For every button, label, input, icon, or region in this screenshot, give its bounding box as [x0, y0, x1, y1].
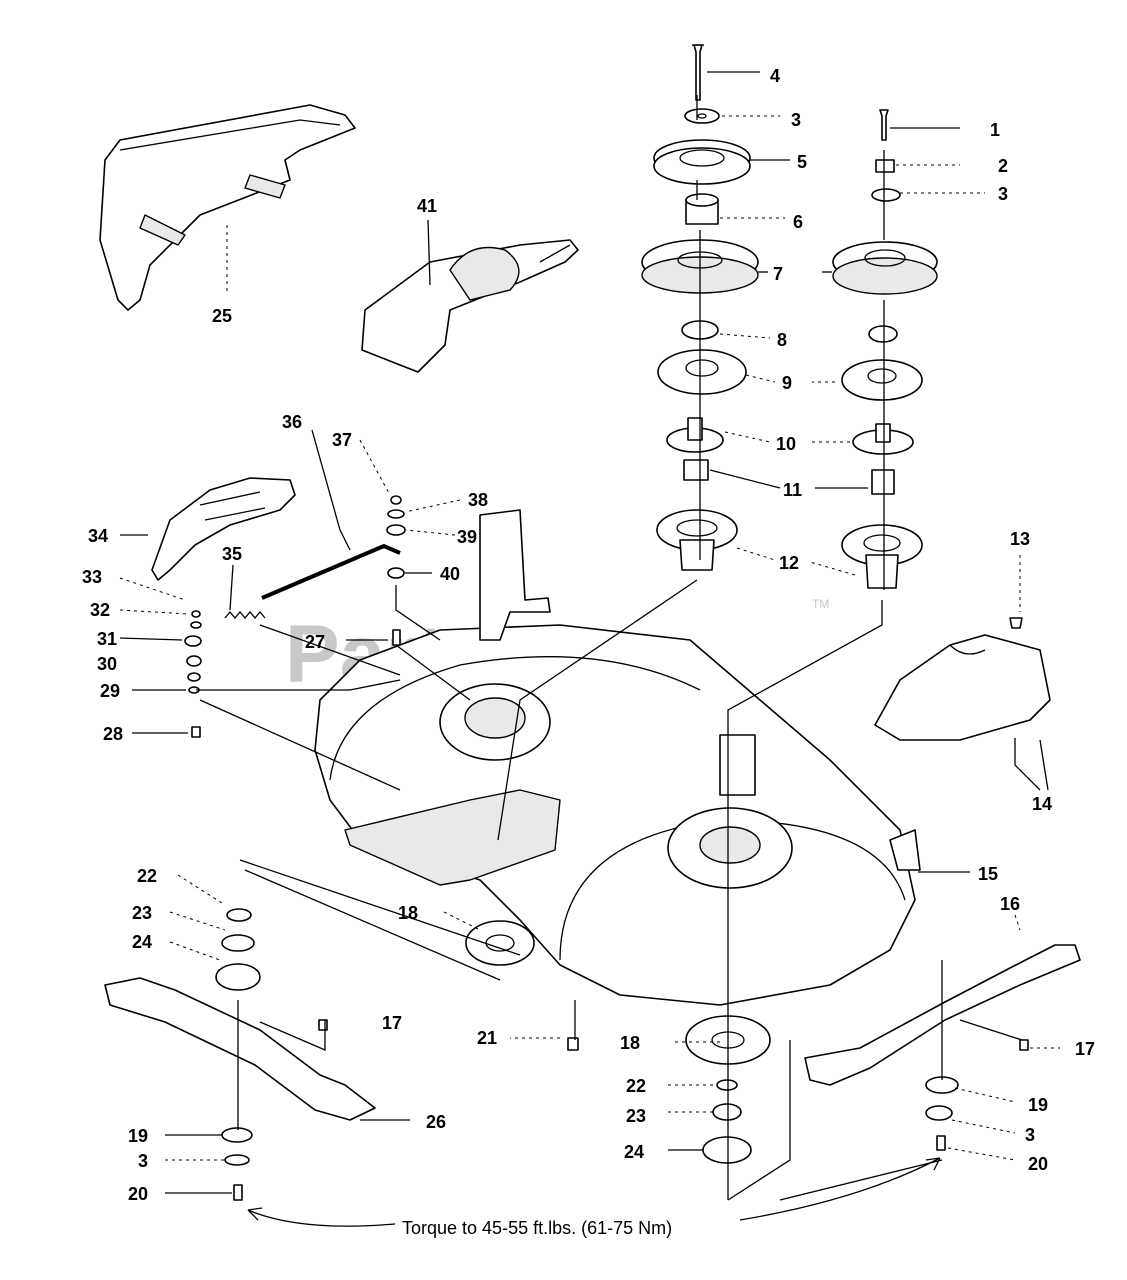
callout-26: 26 — [426, 1112, 446, 1132]
callout-19: 19 — [128, 1126, 148, 1146]
callout-40: 40 — [440, 564, 460, 584]
callouts: 4 3 1 5 2 3 41 6 7 25 8 9 36 37 10 11 38… — [82, 66, 1095, 1204]
callout-29: 29 — [100, 681, 120, 701]
callout-22: 22 — [137, 866, 157, 886]
callout-36: 36 — [282, 412, 302, 432]
callout-7: 7 — [773, 264, 783, 284]
callout-6: 6 — [793, 212, 803, 232]
callout-34: 34 — [88, 526, 108, 546]
callout-17: 17 — [382, 1013, 402, 1033]
callout-38: 38 — [468, 490, 488, 510]
callout-32: 32 — [90, 600, 110, 620]
torque-note: Torque to 45-55 ft.lbs. (61-75 Nm) — [402, 1218, 672, 1238]
callout-18: 18 — [620, 1033, 640, 1053]
part-15-mower-deck — [314, 509, 921, 1006]
callout-14: 14 — [1032, 794, 1052, 814]
callout-30: 30 — [97, 654, 117, 674]
callout-16: 16 — [1000, 894, 1020, 914]
callout-12: 12 — [779, 553, 799, 573]
leader-lines — [119, 71, 1060, 1194]
callout-27: 27 — [305, 632, 325, 652]
callout-1: 1 — [990, 120, 1000, 140]
part-25-chute-cover — [99, 104, 356, 311]
watermark-tm: TM — [812, 597, 829, 611]
callout-3: 3 — [791, 110, 801, 130]
callout-33: 33 — [82, 567, 102, 587]
callout-24: 24 — [624, 1142, 644, 1162]
callout-41: 41 — [417, 196, 437, 216]
callout-23: 23 — [626, 1106, 646, 1126]
callout-24: 24 — [132, 932, 152, 952]
part-41-belt-cover — [361, 239, 579, 373]
callout-39: 39 — [457, 527, 477, 547]
callout-2: 2 — [998, 156, 1008, 176]
callout-23: 23 — [132, 903, 152, 923]
small-hardware — [184, 495, 406, 738]
callout-10: 10 — [776, 434, 796, 454]
callout-8: 8 — [777, 330, 787, 350]
callout-11: 11 — [783, 480, 802, 500]
part-14-spindle-cover — [874, 617, 1051, 741]
torque-arrows — [247, 1157, 941, 1227]
alignment-lines — [196, 95, 1023, 1201]
callout-4: 4 — [770, 66, 780, 86]
right-spindle-stack — [832, 109, 938, 589]
callout-13: 13 — [1010, 529, 1030, 549]
callout-5: 5 — [797, 152, 807, 172]
callout-22: 22 — [626, 1076, 646, 1096]
callout-3: 3 — [998, 184, 1008, 204]
callout-3: 3 — [1025, 1125, 1035, 1145]
callout-21: 21 — [477, 1028, 497, 1048]
callout-28: 28 — [103, 724, 123, 744]
callout-18: 18 — [398, 903, 418, 923]
callout-35: 35 — [222, 544, 242, 564]
callout-17: 17 — [1075, 1039, 1095, 1059]
callout-31: 31 — [97, 629, 117, 649]
callout-15: 15 — [978, 864, 998, 884]
callout-37: 37 — [332, 430, 352, 450]
part-36-rod — [261, 543, 401, 600]
callout-20: 20 — [128, 1184, 148, 1204]
part-35-spring — [224, 610, 266, 620]
callout-3: 3 — [138, 1151, 148, 1171]
callout-25: 25 — [212, 306, 232, 326]
callout-20: 20 — [1028, 1154, 1048, 1174]
callout-9: 9 — [782, 373, 792, 393]
part-34-deflector — [151, 477, 296, 581]
callout-19: 19 — [1028, 1095, 1048, 1115]
